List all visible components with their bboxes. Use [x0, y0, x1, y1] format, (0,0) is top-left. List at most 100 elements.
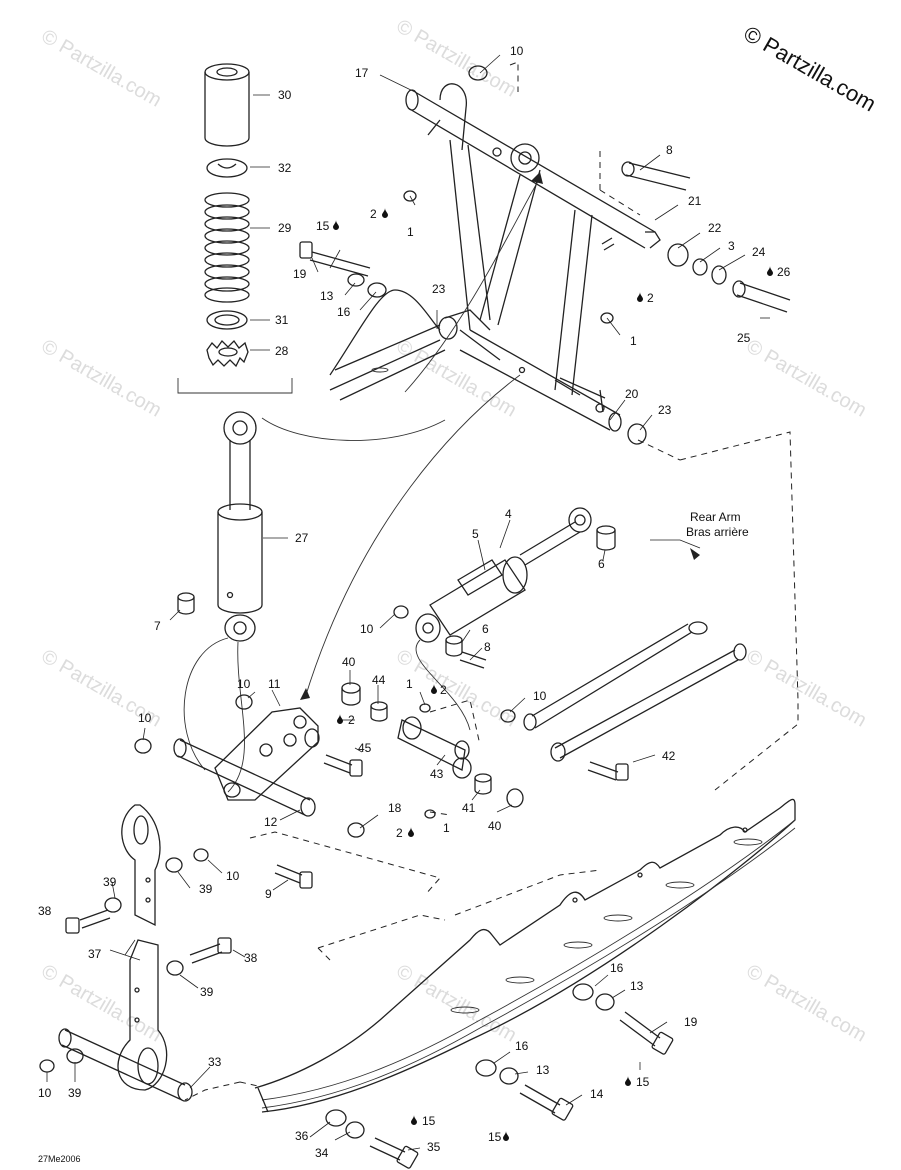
- link-43: [341, 682, 524, 819]
- part-label: 2: [370, 207, 377, 221]
- runner: [254, 798, 796, 1113]
- nut-10-shock: [393, 605, 409, 619]
- watermark: © Partzilla.com: [38, 335, 166, 421]
- part-label: 31: [275, 313, 289, 327]
- watermark: © Partzilla.com: [393, 960, 521, 1046]
- part-label: 20: [625, 387, 639, 401]
- part-label: 2: [348, 713, 355, 727]
- rear-arm-outline: [509, 61, 799, 791]
- shock-absorber-4: [415, 507, 592, 643]
- drop-icon: [408, 827, 414, 837]
- part-label: 10: [510, 44, 524, 58]
- part-label: 1: [630, 334, 637, 348]
- spring-stopper-32: [206, 158, 248, 178]
- part-labels: 30 32 29 31 28 27 7 17 10 8 21 22 3 24 2…: [38, 44, 791, 1160]
- link-outline: [429, 699, 481, 816]
- part-label: 12: [264, 815, 278, 829]
- shaft-12: [173, 738, 316, 817]
- copyright-text: © Partzilla.com: [740, 21, 881, 117]
- arrowhead: [531, 172, 543, 184]
- hardware-front-arm: [403, 65, 791, 445]
- watermark: © Partzilla.com: [393, 15, 521, 101]
- part-label: 8: [666, 143, 673, 157]
- part-label: 41: [462, 801, 476, 815]
- part-label: 35: [427, 1140, 441, 1154]
- part-label: 32: [278, 161, 292, 175]
- part-label: 24: [752, 245, 766, 259]
- part-label: 10: [533, 689, 547, 703]
- part-label: 39: [199, 882, 213, 896]
- part-label: 40: [488, 819, 502, 833]
- part-label: 10: [138, 711, 152, 725]
- drop-icon: [625, 1076, 631, 1086]
- watermark: © Partzilla.com: [743, 960, 871, 1046]
- shock-to-arm-curve: [261, 417, 446, 441]
- part-label: 6: [598, 557, 605, 571]
- drop-icon: [337, 714, 343, 724]
- part-label: 39: [103, 875, 117, 889]
- part-label: 26: [777, 265, 791, 279]
- part-label: 38: [244, 951, 258, 965]
- rear-arm-label-fr: Bras arrière: [686, 525, 749, 539]
- part-label: 17: [355, 66, 369, 80]
- part-label: 23: [432, 282, 446, 296]
- part-label: 39: [68, 1086, 82, 1100]
- nut-10-shaft: [134, 738, 152, 754]
- part-label: 43: [430, 767, 444, 781]
- shock-to-link-curve: [415, 639, 471, 731]
- watermark: © Partzilla.com: [743, 645, 871, 731]
- part-label: 44: [372, 673, 386, 687]
- part-label: 16: [337, 305, 351, 319]
- part-label: 27: [295, 531, 309, 545]
- drop-icon: [503, 1131, 509, 1141]
- part-label: 3: [728, 239, 735, 253]
- part-label: 19: [684, 1015, 698, 1029]
- part-label: 15: [316, 219, 330, 233]
- part-label: 10: [237, 677, 251, 691]
- part-label: 30: [278, 88, 292, 102]
- part-label: 10: [226, 869, 240, 883]
- part-label: 2: [396, 826, 403, 840]
- arm-to-bracket-arrow: [304, 374, 521, 699]
- watermark: © Partzilla.com: [38, 960, 166, 1046]
- part-label: 25: [737, 331, 751, 345]
- part-label: 28: [275, 344, 289, 358]
- runner-hardware: [325, 983, 674, 1169]
- leader-lines: [46, 54, 770, 1151]
- part-label: 16: [610, 961, 624, 975]
- part-label: 8: [484, 640, 491, 654]
- part-label: 36: [295, 1129, 309, 1143]
- part-label: 38: [38, 904, 52, 918]
- front-arm-17: [405, 83, 661, 432]
- part-label: 15: [422, 1114, 436, 1128]
- bushing-7: [177, 592, 195, 615]
- bolt-45: [323, 754, 363, 777]
- bracket-outline: [184, 1081, 259, 1101]
- bolt-8-lower: [459, 651, 487, 669]
- part-label: 16: [515, 1039, 529, 1053]
- part-label: 2: [440, 683, 447, 697]
- arm-to-shaft-arrow: [404, 177, 541, 393]
- watermark: © Partzilla.com: [38, 25, 166, 111]
- drop-icon: [767, 266, 773, 276]
- date-code: 27Me2006: [38, 1154, 81, 1164]
- part-label: 6: [482, 622, 489, 636]
- bolt-19-upper: [299, 241, 387, 298]
- watermark: © Partzilla.com: [743, 335, 871, 421]
- part-label: 37: [88, 947, 102, 961]
- spring-stopper-30: [204, 63, 250, 147]
- part-label: 13: [536, 1063, 550, 1077]
- drop-icon: [637, 292, 643, 302]
- upper-runner-bracket: [329, 289, 446, 401]
- part-label: 39: [200, 985, 214, 999]
- rear-arm-outline-2: [637, 439, 681, 461]
- rear-arm-callout: Rear Arm Bras arrière: [686, 510, 749, 560]
- shock-lower-curve: [227, 641, 245, 793]
- part-label: 34: [315, 1146, 329, 1160]
- ski-bracket-37: [58, 804, 193, 1102]
- part-label: 1: [443, 821, 450, 835]
- part-label: 1: [407, 225, 414, 239]
- part-label: 15: [636, 1075, 650, 1089]
- part-label: 4: [505, 507, 512, 521]
- part-label: 19: [293, 267, 307, 281]
